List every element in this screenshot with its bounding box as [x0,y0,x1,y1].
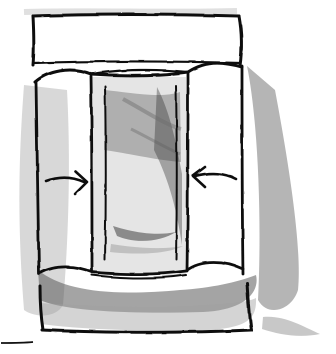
corner-mark [1,342,33,343]
right-arrow-icon [193,167,236,187]
